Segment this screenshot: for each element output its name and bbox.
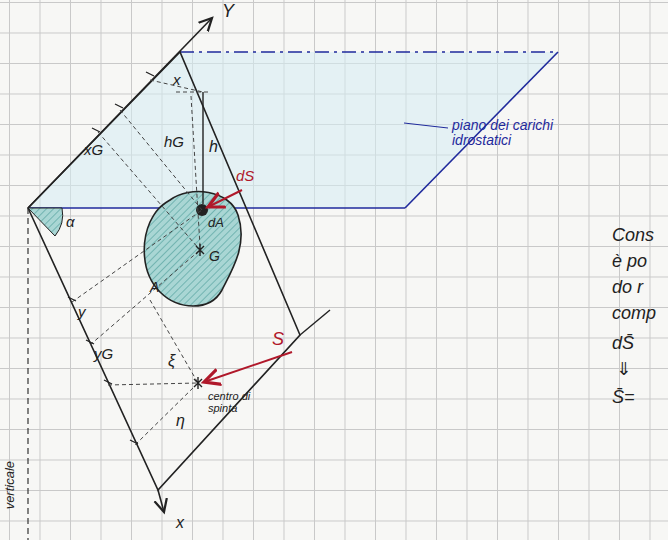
dimension-label: y: [78, 304, 86, 321]
area-label: A: [150, 280, 159, 295]
angle-label: α: [66, 214, 75, 231]
axis-label: Y: [222, 2, 234, 22]
note-text: ⇓: [616, 360, 631, 380]
dimension-label: hG: [164, 134, 184, 151]
point-label: G: [209, 249, 220, 264]
force-label: dS: [236, 168, 254, 185]
note-text: Cons: [612, 226, 654, 246]
dimension-label: h: [209, 138, 218, 156]
area-label: dA: [208, 216, 224, 230]
axis-label: verticale: [3, 461, 17, 509]
note-text: è po: [612, 252, 647, 272]
note-text: dS̄: [612, 334, 634, 354]
note-text: do r: [612, 278, 643, 298]
note-text: S̄=: [612, 388, 635, 408]
point-label: centro di spinta: [208, 390, 270, 414]
plane-label: piano dei carichi idrostatici: [452, 118, 602, 149]
dimension-label: xG: [84, 142, 103, 159]
force-label: S: [272, 330, 284, 350]
axis-label: x: [176, 514, 184, 532]
coordinate-label: ξ: [168, 352, 175, 370]
note-text: comp: [612, 304, 656, 324]
dimension-label: yG: [94, 346, 113, 363]
coordinate-label: η: [176, 412, 185, 430]
dimension-label: x: [173, 72, 181, 89]
